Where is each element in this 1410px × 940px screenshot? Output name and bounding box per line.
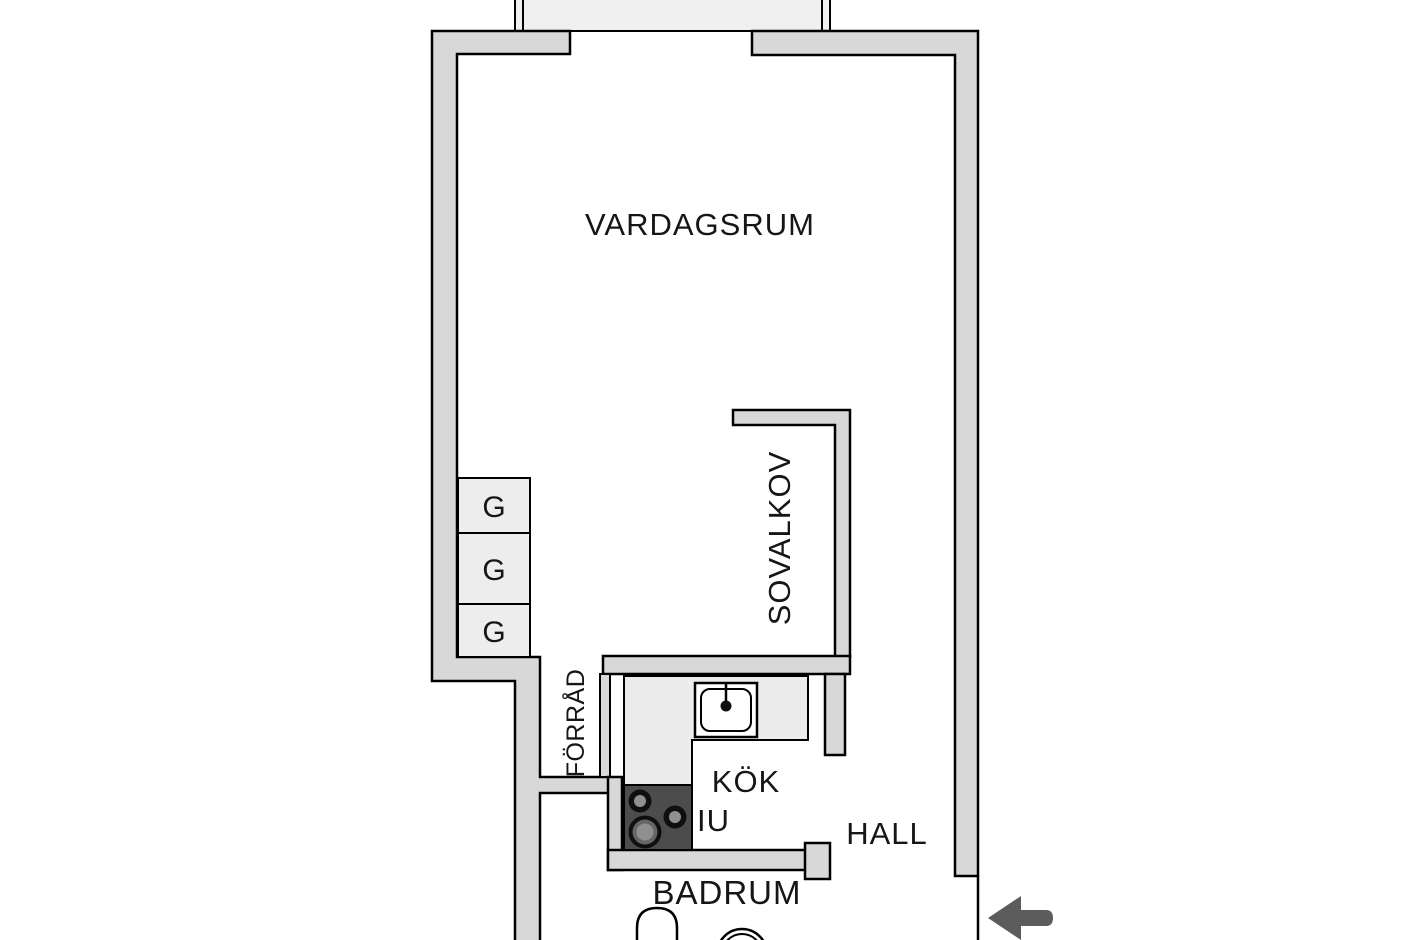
balcony-wall-right	[821, 0, 831, 33]
stove-icon	[623, 784, 693, 851]
label-sleeping-alcove: SOVALKOV	[762, 451, 797, 626]
wardrobe-box-3	[457, 603, 531, 658]
label-bathroom: BADRUM	[652, 874, 801, 911]
wall-kitchen-bottom	[606, 848, 810, 872]
wall-storage-right	[599, 673, 611, 778]
wardrobe-label-2: G	[482, 554, 505, 587]
wardrobe-box-1	[457, 477, 531, 534]
label-hall: HALL	[846, 816, 928, 851]
balcony-wall-left	[514, 0, 524, 33]
entrance-arrow-icon	[988, 896, 1053, 940]
wall-top-right-and-right	[750, 29, 980, 878]
wall-door-jamb	[803, 841, 832, 881]
label-kitchen: KÖK	[712, 764, 780, 799]
toilet-icon	[635, 906, 679, 940]
washbasin-icon	[719, 927, 765, 940]
kitchen-sink-icon	[693, 681, 759, 739]
balcony	[514, 0, 831, 33]
label-living-room: VARDAGSRUM	[585, 207, 815, 242]
label-kitchen-unit: IU	[697, 803, 730, 838]
wardrobe-closets: G G G	[457, 477, 531, 658]
wardrobe-label-1: G	[482, 491, 505, 524]
wardrobe-label-3: G	[482, 616, 505, 649]
balcony-floor	[522, 0, 823, 32]
label-storage: FÖRRÅD	[560, 669, 590, 778]
wall-kitchen-top	[601, 654, 852, 676]
wall-kitchen-right	[823, 672, 847, 757]
